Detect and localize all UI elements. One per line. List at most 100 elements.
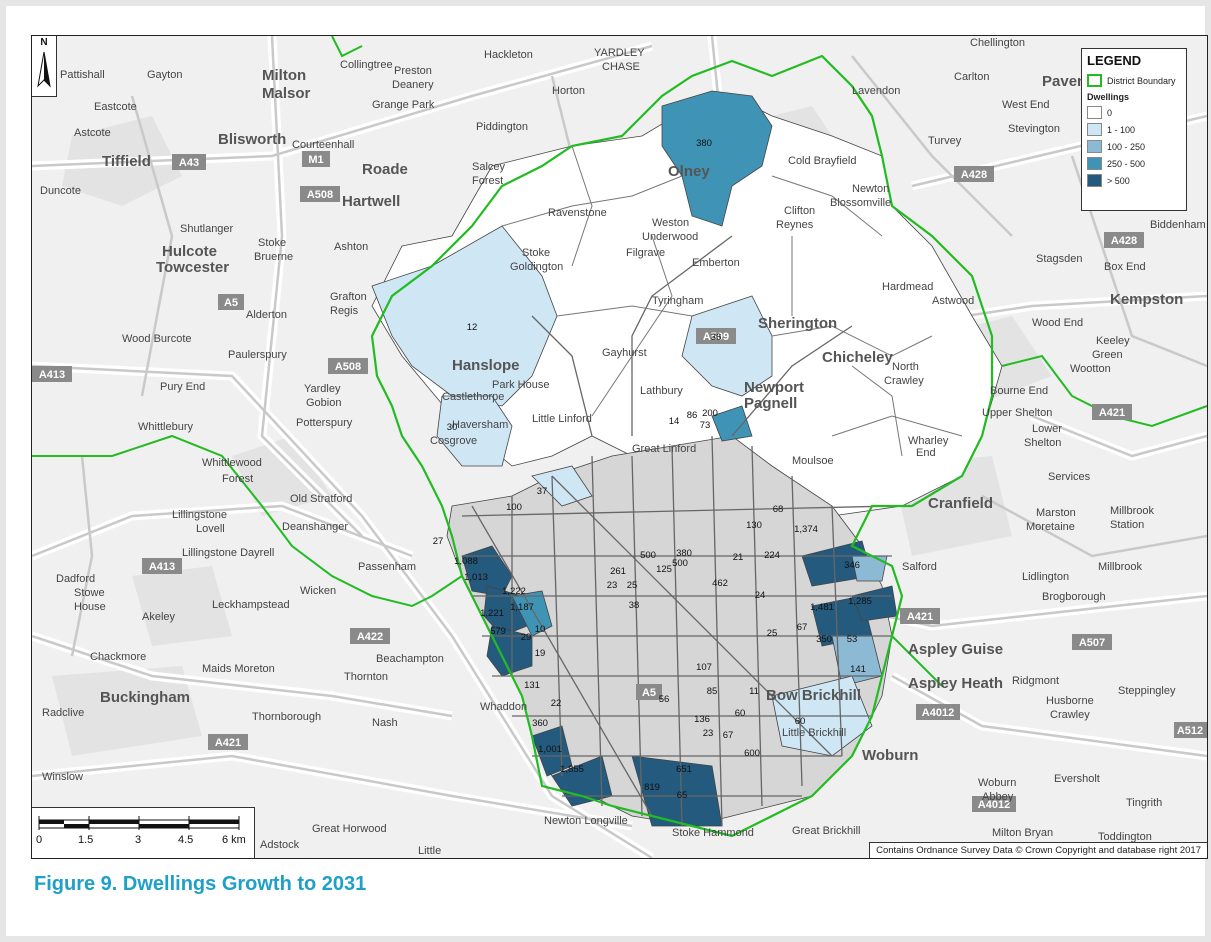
place-sherington: Sherington bbox=[758, 315, 837, 332]
place-tingrith: Tingrith bbox=[1126, 797, 1162, 809]
place-wood-burcote: Wood Burcote bbox=[122, 333, 192, 345]
place-wood-end: Wood End bbox=[1032, 317, 1083, 329]
place-milton: Milton bbox=[262, 67, 306, 84]
place-hanslope: Hanslope bbox=[452, 357, 520, 374]
urban-road-grid bbox=[461, 235, 893, 827]
dwellings-label: 130 bbox=[746, 520, 762, 531]
place-pury-end: Pury End bbox=[160, 381, 205, 393]
road-label-a413: A413 bbox=[39, 369, 65, 381]
place-husborne: Husborne bbox=[1046, 695, 1094, 707]
place-leckhampstead: Leckhampstead bbox=[212, 599, 290, 611]
place-newport: Newport bbox=[744, 379, 804, 396]
place-lavendon: Lavendon bbox=[852, 85, 900, 97]
road-label-a5b: A5 bbox=[642, 687, 656, 699]
dwellings-label: 579 bbox=[490, 626, 506, 637]
place-milton-bryan: Milton Bryan bbox=[992, 827, 1053, 839]
place-great-linford: Great Linford bbox=[632, 443, 696, 455]
place-stoke-2: Stoke bbox=[522, 247, 550, 259]
place-green: Green bbox=[1092, 349, 1123, 361]
place-salcey: Salcey bbox=[472, 161, 506, 173]
place-cranfield: Cranfield bbox=[928, 495, 993, 512]
dwellings-label: 60 bbox=[735, 708, 746, 719]
place-deanery: Deanery bbox=[392, 79, 434, 91]
place-ridgmont: Ridgmont bbox=[1012, 675, 1059, 687]
dwellings-label: 1,013 bbox=[464, 572, 488, 583]
legend-class-swatch bbox=[1087, 106, 1102, 119]
place-cosgrove: Cosgrove bbox=[430, 435, 477, 447]
place-forest-2: Forest bbox=[222, 473, 253, 485]
dwellings-label: 131 bbox=[524, 680, 540, 691]
area-1221 bbox=[486, 625, 533, 677]
place-shelton: Shelton bbox=[1024, 437, 1061, 449]
figure-caption: Figure 9. Dwellings Growth to 2031 bbox=[34, 873, 367, 895]
road-label-a5: A5 bbox=[224, 297, 238, 309]
scale-tick-label: 3 bbox=[135, 834, 142, 846]
dwellings-label: 1,221 bbox=[480, 608, 504, 619]
place-blisworth: Blisworth bbox=[218, 131, 286, 148]
road-label-a508: A508 bbox=[307, 189, 333, 201]
place-kempston: Kempston bbox=[1110, 291, 1183, 308]
place-gayhurst: Gayhurst bbox=[602, 347, 647, 359]
area-sherington bbox=[681, 295, 773, 397]
dwellings-label: 65 bbox=[677, 790, 688, 801]
place-clifton: Clifton bbox=[784, 205, 815, 217]
legend-title: LEGEND bbox=[1087, 53, 1142, 68]
road-label-a507: A507 bbox=[1079, 637, 1105, 649]
legend-class-row: 250 - 500 bbox=[1087, 155, 1181, 172]
dwellings-label: 19 bbox=[535, 648, 546, 659]
road-label-a428b: A428 bbox=[1111, 235, 1137, 247]
dwellings-label: 136 bbox=[694, 714, 710, 725]
place-piddington: Piddington bbox=[476, 121, 528, 133]
road-label-a508b: A508 bbox=[335, 361, 361, 373]
road-label-a421b: A421 bbox=[907, 611, 933, 623]
dwellings-label: 380 bbox=[696, 138, 712, 149]
place-services: Services bbox=[1048, 471, 1091, 483]
dwellings-label: 86 bbox=[687, 410, 698, 421]
place-horton: Horton bbox=[552, 85, 585, 97]
legend-class-swatch bbox=[1087, 123, 1102, 136]
place-box-end: Box End bbox=[1104, 261, 1146, 273]
place-maids-moreton: Maids Moreton bbox=[202, 663, 275, 675]
place-old-stratford: Old Stratford bbox=[290, 493, 352, 505]
legend-class-label: 100 - 250 bbox=[1107, 141, 1146, 152]
place-whittlewood: Whittlewood bbox=[202, 457, 262, 469]
place-tiffield: Tiffield bbox=[102, 153, 151, 170]
place-eversholt: Eversholt bbox=[1054, 773, 1100, 785]
place-pagnell: Pagnell bbox=[744, 395, 797, 412]
dwellings-label: 67 bbox=[723, 730, 734, 741]
place-stevington: Stevington bbox=[1008, 123, 1060, 135]
place-filgrave: Filgrave bbox=[626, 247, 665, 259]
road-label-a428: A428 bbox=[961, 169, 987, 181]
place-whittlebury: Whittlebury bbox=[138, 421, 194, 433]
dwellings-label: 56 bbox=[659, 694, 670, 705]
place-winslow: Winslow bbox=[42, 771, 83, 783]
place-newton-longville: Newton Longville bbox=[544, 815, 628, 827]
area-1187 bbox=[511, 590, 553, 637]
place-passenham: Passenham bbox=[358, 561, 416, 573]
road-label-a421c: A421 bbox=[215, 737, 241, 749]
place-haversham: Haversham bbox=[452, 419, 508, 431]
place-hartwell: Hartwell bbox=[342, 193, 400, 210]
legend-class-row: 0 bbox=[1087, 104, 1181, 121]
dwellings-label: 29 bbox=[521, 632, 532, 643]
dwellings-label: 125 bbox=[656, 564, 672, 575]
place-crawley: Crawley bbox=[884, 375, 924, 387]
dwellings-label: 27 bbox=[433, 536, 444, 547]
north-arrow-icon bbox=[37, 51, 51, 88]
dwellings-label: 1,001 bbox=[538, 744, 562, 755]
area-hanslope bbox=[371, 225, 558, 407]
area-200 bbox=[711, 405, 753, 442]
place-paulerspury: Paulerspury bbox=[228, 349, 287, 361]
dwellings-label: 11 bbox=[749, 686, 759, 697]
district-boundary-line bbox=[370, 54, 994, 838]
road-shields: A43 A508 M1 A428 A428 A5 A508 A413 A509 … bbox=[32, 151, 1207, 812]
road-label-a4012: A4012 bbox=[922, 707, 954, 719]
place-little-linford: Little Linford bbox=[532, 413, 592, 425]
place-tyringham: Tyringham bbox=[652, 295, 703, 307]
place-house: House bbox=[74, 601, 106, 613]
place-preston: Preston bbox=[394, 65, 432, 77]
dwellings-label: 10 bbox=[535, 624, 546, 635]
place-chellington: Chellington bbox=[970, 37, 1025, 49]
place-wootton: Wootton bbox=[1070, 363, 1111, 375]
